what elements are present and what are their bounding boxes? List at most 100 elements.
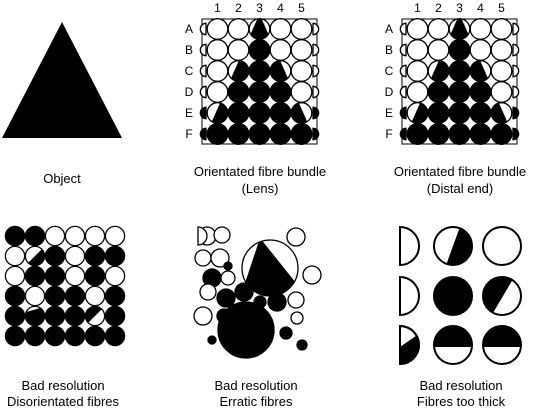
column-label: 4: [477, 1, 484, 15]
edge-fibre: [312, 22, 320, 36]
caption-distal-line-2: (Distal end): [427, 181, 493, 196]
erratic-fibre: [223, 261, 233, 271]
row-label: A: [185, 22, 193, 36]
fibre-segment: [25, 306, 45, 326]
bundle-fibre: [406, 39, 429, 61]
bundle-fibre: [248, 102, 271, 124]
fibre-segment: [25, 246, 45, 266]
erratic-fibre: [286, 227, 306, 247]
lens-grid: [199, 18, 320, 145]
disoriented-fibre: [4, 305, 26, 327]
disoriented-fibre: [24, 225, 46, 247]
bundle-fibre: [227, 102, 250, 124]
disoriented-fibre: [4, 265, 26, 287]
disoriented-fibre: [104, 265, 126, 287]
row-label: C: [185, 64, 194, 78]
disoriented-fibre: [84, 245, 106, 267]
edge-fibre: [399, 225, 420, 267]
disoriented-fibre: [64, 325, 86, 347]
bundle-fibre: [490, 81, 513, 103]
disoriented-fibre: [24, 265, 46, 287]
row-label: E: [185, 106, 193, 120]
bundle-fibre: [448, 81, 471, 103]
erratic-fibre: [193, 306, 213, 326]
fibre-segment: [445, 227, 472, 265]
bundle-fibre: [427, 18, 450, 40]
bundle-fibre: [269, 102, 292, 124]
edge-fibre: [312, 127, 320, 141]
disoriented-fibre: [64, 225, 86, 247]
caption-object-line-1: Object: [43, 171, 81, 186]
bundle-fibre: [206, 81, 229, 103]
panel-object: Object: [2, 22, 122, 186]
fibre-segment: [483, 277, 516, 315]
bundle-fibre: [290, 60, 313, 82]
caption-thick-line-1: Bad resolution: [419, 378, 502, 393]
panel-thick: Bad resolution Fibres too thick: [399, 225, 522, 409]
row-label: E: [385, 106, 393, 120]
fibre-segment: [85, 306, 105, 326]
edge-fibre: [512, 106, 520, 120]
bundle-fibre: [490, 60, 513, 82]
column-label: 3: [256, 1, 263, 15]
row-label: F: [185, 127, 192, 141]
bundle-fibre: [269, 39, 292, 61]
disoriented-fibre: [24, 305, 46, 327]
erratic-fibre: [234, 282, 254, 302]
column-label: 2: [235, 1, 242, 15]
bundle-fibre: [290, 81, 313, 103]
disoriented-fibre: [44, 325, 66, 347]
disoriented-fibre: [84, 265, 106, 287]
erratic-fibre: [216, 288, 236, 308]
disoriented-fibre: [84, 305, 106, 327]
erratic-fibres: [193, 226, 322, 359]
disoriented-fibre: [64, 305, 86, 327]
disoriented-fibre: [104, 225, 126, 247]
bundle-fibre: [248, 60, 271, 82]
disoriented-fibre: [64, 245, 86, 267]
bundle-fibre: [290, 18, 313, 40]
bundle-fibre: [427, 123, 450, 145]
erratic-fibre: [220, 270, 236, 286]
bundle-fibre: [427, 102, 450, 124]
bundle-fibre: [406, 18, 429, 40]
row-label: C: [385, 64, 394, 78]
disoriented-fibre: [44, 285, 66, 307]
erratic-fibre: [302, 265, 322, 285]
thick-fibre: [482, 226, 522, 266]
edge-fibre: [399, 85, 407, 99]
bundle-fibre: [290, 39, 313, 61]
bundle-fibre: [490, 123, 513, 145]
bundle-fibre: [406, 81, 429, 103]
edge-fibre: [312, 43, 320, 57]
bundle-fibre: [206, 60, 229, 82]
panel-erratic: Bad resolution Erratic fibres: [193, 226, 322, 409]
bundle-fibre: [248, 81, 271, 103]
row-label: D: [385, 85, 394, 99]
column-label: 5: [498, 1, 505, 15]
disoriented-fibre: [84, 285, 106, 307]
erratic-fibre: [210, 248, 230, 268]
disoriented-fibre: [64, 265, 86, 287]
edge-fibre: [199, 64, 207, 78]
bundle-fibre: [206, 18, 229, 40]
bundle-fibre: [248, 123, 271, 145]
disoriented-fibre: [104, 325, 126, 347]
edge-fibre: [512, 85, 520, 99]
thick-fibre: [482, 325, 522, 365]
edge-fibre: [512, 22, 520, 36]
edge-fibre: [512, 127, 520, 141]
disoriented-fibre: [44, 225, 66, 247]
bundle-fibre: [448, 60, 471, 82]
disoriented-fibre: [4, 325, 26, 347]
bundle-fibre: [290, 123, 313, 145]
erratic-fibre: [287, 291, 305, 309]
object-triangle: [2, 22, 122, 138]
edge-fibre: [399, 22, 407, 36]
